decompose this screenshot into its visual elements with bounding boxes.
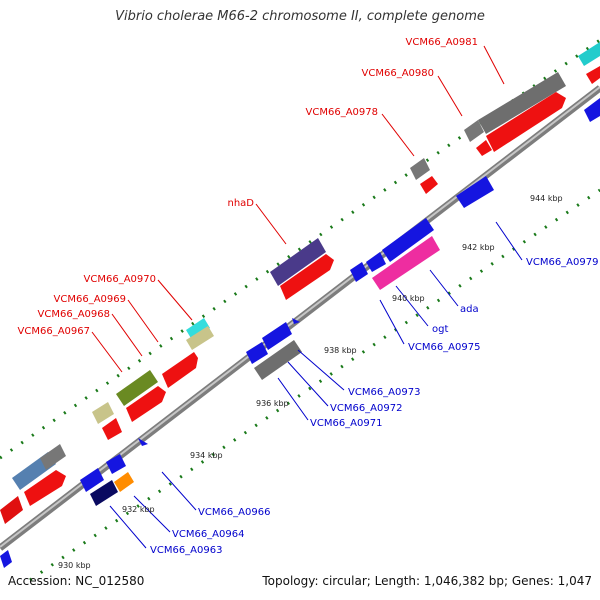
gene-label: nhaD: [227, 198, 254, 209]
feature-blue: [456, 176, 494, 208]
gene-label: VCM66_A0980: [362, 68, 434, 79]
gene-label: VCM66_A0964: [172, 529, 244, 540]
feature-red: [486, 92, 566, 152]
gene-label: VCM66_A0978: [306, 107, 378, 118]
feature-red: [0, 496, 23, 524]
feature-gray: [40, 444, 66, 470]
gene-label: VCM66_A0973: [348, 387, 420, 398]
gene-label: ada: [460, 304, 479, 315]
feature-red: [162, 352, 198, 388]
gene-label: VCM66_A0981: [406, 37, 478, 48]
gene-label: VCM66_A0968: [38, 309, 110, 320]
feature-slateblue: [270, 238, 326, 286]
forward-leaders: [91, 45, 505, 373]
tick-label: 930 kbp: [58, 561, 91, 570]
feature-red: [280, 254, 334, 300]
feature-blue: [292, 318, 300, 324]
accession-text: Accession: NC_012580: [8, 574, 145, 588]
map-title: Vibrio cholerae M66-2 chromosome II, com…: [115, 9, 485, 24]
feature-blue: [246, 342, 268, 364]
feature-red: [476, 140, 492, 156]
feature-blue: [366, 252, 386, 272]
feature-red: [126, 386, 166, 422]
feature-navy: [90, 480, 118, 506]
gene-label: VCM66_A0967: [18, 326, 90, 337]
feature-orange: [114, 472, 134, 492]
tick-labels: 930 kbp 932 kbp 934 kbp 936 kbp 938 kbp …: [58, 194, 563, 570]
feature-red: [24, 470, 66, 506]
gene-label: VCM66_A0969: [54, 294, 126, 305]
tick-label: 944 kbp: [530, 194, 563, 203]
reverse-leaders: [109, 221, 523, 549]
gene-label: VCM66_A0966: [198, 507, 270, 518]
feature-red: [586, 66, 600, 84]
outer-tick-track: [0, 38, 600, 460]
forward-labels: VCM66_A0981 VCM66_A0980 VCM66_A0978 nhaD…: [18, 37, 478, 337]
tick-label: 936 kbp: [256, 399, 289, 408]
gene-label: VCM66_A0979: [526, 257, 598, 268]
feature-khaki: [92, 402, 114, 424]
feature-khaki: [186, 326, 214, 350]
feature-cyan: [186, 318, 210, 340]
gene-label: ogt: [432, 324, 448, 335]
gene-label: VCM66_A0970: [84, 274, 156, 285]
feature-pink: [372, 236, 440, 290]
feature-blue: [138, 438, 148, 446]
feature-cyan: [578, 42, 600, 66]
backbone-highlight: [0, 86, 600, 548]
tick-label: 938 kbp: [324, 346, 357, 355]
feature-red: [102, 418, 122, 440]
gene-label: VCM66_A0972: [330, 403, 402, 414]
feature-blue: [262, 322, 292, 350]
tick-label: 940 kbp: [392, 294, 425, 303]
tick-label: 932 kbp: [122, 505, 155, 514]
reverse-labels: VCM66_A0979 ada ogt VCM66_A0975 VCM66_A0…: [150, 257, 598, 556]
gene-label: VCM66_A0975: [408, 342, 480, 353]
feature-olive: [116, 370, 158, 406]
feature-red: [420, 176, 438, 194]
feature-blue: [0, 550, 12, 568]
genome-summary-text: Topology: circular; Length: 1,046,382 bp…: [262, 574, 592, 588]
tick-label: 934 kbp: [190, 451, 223, 460]
feature-gray: [478, 72, 566, 134]
tick-label: 942 kbp: [462, 243, 495, 252]
feature-blue: [584, 98, 600, 122]
feature-blue: [80, 468, 104, 492]
feature-gray: [410, 158, 430, 180]
gene-label: VCM66_A0963: [150, 545, 222, 556]
feature-blue: [350, 262, 368, 282]
feature-gray: [464, 120, 484, 142]
forward-features: [0, 42, 600, 524]
gene-label: VCM66_A0971: [310, 418, 382, 429]
feature-blue: [382, 218, 434, 262]
feature-blue: [106, 454, 126, 474]
feature-gray: [254, 340, 302, 380]
reverse-features: [0, 98, 600, 568]
